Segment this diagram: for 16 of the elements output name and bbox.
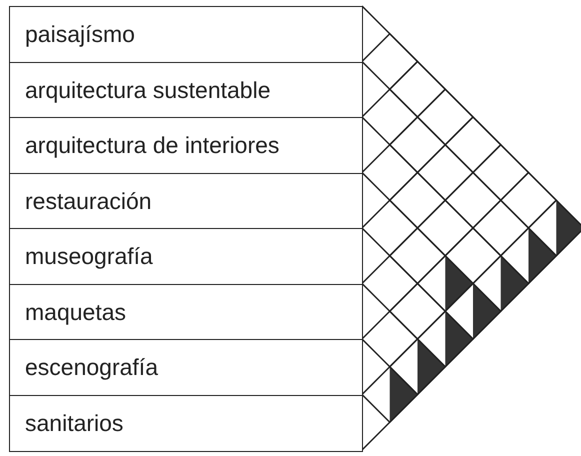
row-label: arquitectura sustentable	[25, 76, 270, 105]
table-row	[9, 394, 363, 452]
table-row	[9, 172, 363, 230]
row-label: sanitarios	[25, 408, 124, 438]
row-label: escenografía	[25, 353, 158, 382]
row-label: arquitectura de interiores	[25, 131, 280, 160]
row-label: restauración	[25, 186, 152, 216]
table-row	[9, 62, 363, 118]
table-row	[9, 6, 363, 63]
row-label: maquetas	[25, 298, 126, 327]
table-row	[9, 339, 363, 396]
table-row	[9, 284, 363, 340]
row-label: paisajísmo	[25, 20, 135, 50]
row-label: museografía	[25, 242, 153, 272]
table-row	[9, 117, 363, 174]
table-row	[9, 228, 363, 285]
